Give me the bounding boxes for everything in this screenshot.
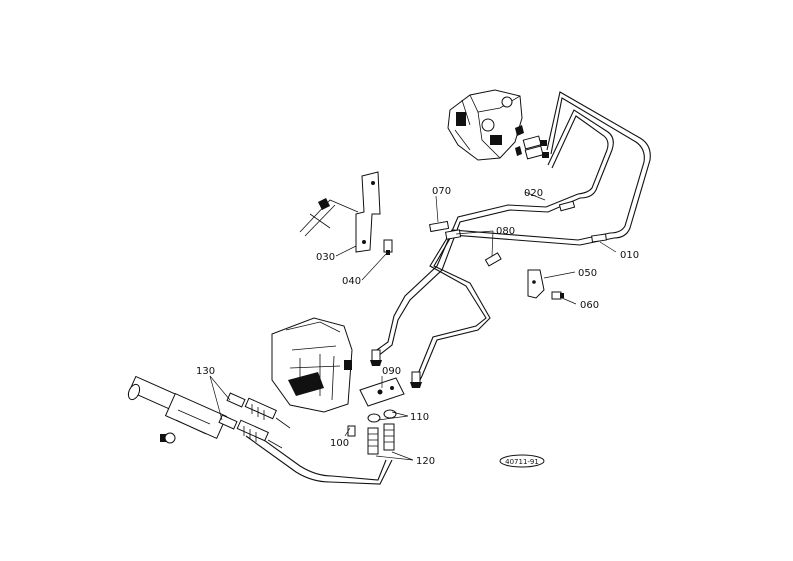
- pipe-fittings-lower: [370, 349, 422, 388]
- callout-020: 020: [524, 188, 543, 199]
- callout-060: 060: [580, 300, 599, 311]
- leader-lines: [209, 191, 617, 461]
- callout-030: 030: [316, 252, 335, 263]
- tractor-housing: [271, 317, 353, 413]
- bolt-040: [383, 239, 393, 255]
- callout-120: 120: [416, 456, 435, 467]
- fittings-120: [367, 423, 395, 455]
- callout-050: 050: [578, 268, 597, 279]
- sleeve-080a: [445, 229, 462, 240]
- callout-010: 010: [620, 250, 639, 261]
- bolt-060: [551, 291, 564, 300]
- callout-090: 090: [382, 366, 401, 377]
- clamp-050: [527, 269, 545, 299]
- stamp-code: 40711-91: [505, 458, 539, 466]
- bolt-100: [347, 425, 356, 437]
- sleeve-020: [558, 200, 576, 212]
- hose-return: [245, 429, 393, 485]
- callout-040: 040: [342, 276, 361, 287]
- sleeve-080b: [484, 252, 502, 267]
- callout-100: 100: [330, 438, 349, 449]
- sleeve-010: [591, 233, 607, 243]
- bracket-030: [299, 171, 381, 253]
- hydraulic-valve-block: [447, 89, 549, 161]
- callout-070: 070: [432, 186, 451, 197]
- nuts-110: [367, 409, 397, 423]
- hydraulic-cylinder: [127, 375, 228, 444]
- pipe-020: [373, 109, 614, 357]
- diagram-stamp: 40711-91: [499, 454, 545, 468]
- pipe-010: [413, 91, 651, 385]
- sleeve-070: [429, 220, 450, 233]
- callout-110: 110: [410, 412, 429, 423]
- couplers-130: [218, 392, 291, 449]
- callout-130: 130: [196, 366, 215, 377]
- callout-080: 080: [496, 226, 515, 237]
- bracket-090: [359, 377, 405, 407]
